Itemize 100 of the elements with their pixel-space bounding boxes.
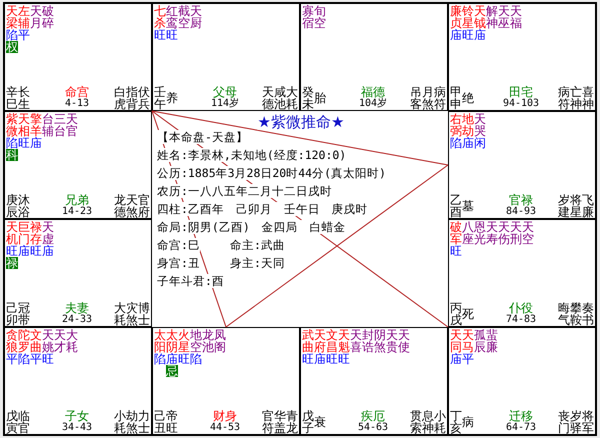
star-name: 三台 [54,113,66,137]
life-stage: 冠带 [18,302,30,326]
transform-badge: 科 [6,149,18,161]
spirit-name: 青龙 [286,410,298,434]
stem-branch: 癸未 [302,86,314,110]
brightness-label: 陷庙旺陷 [154,353,202,365]
star-name: 封诰 [362,329,374,353]
transform-badge: 权 [6,41,18,53]
brightness-label: 旺旺 [154,29,178,41]
life-stage: 病 [462,416,474,428]
stem-branch: 庚辰 [6,194,18,218]
spirit-name: 指背 [126,86,138,110]
chart-title: ★紫微推命★ [258,114,344,130]
star-name: 天空 [522,221,534,245]
age-range: 74-83 [506,314,536,326]
palace-name: 田宅 [509,86,533,98]
spirit-name: 吊客 [410,86,422,110]
star-name: 蜚廉 [486,329,498,353]
age-range: 4-13 [64,98,90,110]
star-name: 七杀 [154,5,166,29]
life-stage: 衰 [314,416,326,428]
info-text: 农历:一八八五年二月十二日戌时 [157,184,332,198]
stem-branch: 丁亥 [450,410,462,434]
spirit-name: 喜神 [582,86,594,110]
star-name: 天喜 [350,329,362,353]
info-text: 姓名:李景林,未知地(经度:120:0) [157,148,346,162]
palace-name: 疾厄 [361,410,385,422]
spirit-name: 飞廉 [582,194,594,218]
spirit-name: 官府 [138,194,150,218]
star-name: 红鸾 [166,5,178,29]
stem-branch: 甲申 [450,86,462,110]
brightness-label: 陷旺庙 [6,137,42,149]
spirit-name: 丧门 [558,410,570,434]
palace-cell [4,111,152,219]
brightness-label: 旺庙旺旺 [302,353,350,365]
info-text: 身宫:丑 [157,256,200,270]
palace-cell [448,3,596,111]
info-text: 子年斗君:酉 [157,274,224,288]
spirit-name: 贯索 [410,410,422,434]
age-range: 84-93 [506,206,536,218]
spirit-name: 天德 [262,86,274,110]
spirit-name: 咸池 [274,86,286,110]
brightness-label: 陷平 [6,29,30,41]
star-name: 紫微 [6,113,18,137]
star-name: 天魁 [338,329,350,353]
star-name: 天才 [54,329,66,353]
spirit-name: 伏兵 [138,86,150,110]
life-stage: 帝旺 [166,410,178,434]
star-name: 天福 [510,5,522,29]
star-name: 太阴 [166,329,178,353]
spirit-name: 华盖 [274,410,286,434]
life-stage: 长生 [18,86,30,110]
palace-name: 命宫 [65,86,89,98]
star-name: 天钺 [474,5,486,29]
star-name: 阴煞 [374,329,386,353]
stem-branch: 丙戌 [450,302,462,326]
star-name: 天梁 [6,5,18,29]
spirit-name: 白虎 [114,86,126,110]
star-name: 文曲 [30,329,42,353]
star-name: 廉贞 [450,5,462,29]
brightness-label: 平陷平旺 [6,353,54,365]
spirit-name: 龙德 [114,194,126,218]
star-name: 截空 [178,5,190,29]
transform-badge: 忌 [166,365,178,377]
palace-cell [448,219,596,327]
star-name: 左辅 [18,5,30,29]
spirit-name: 将星 [570,194,582,218]
transform-badge: 禄 [6,257,18,269]
star-name: 天机 [6,221,18,245]
life-stage: 沐浴 [18,194,30,218]
age-range: 54-63 [358,422,388,434]
age-range: 34-43 [62,422,92,434]
spirit-name: 大耗 [286,86,298,110]
star-name: 文昌 [326,329,338,353]
star-name: 铃星 [462,5,474,29]
star-name: 天马 [462,329,474,353]
star-name: 寡宿 [302,5,314,29]
age-range: 94-103 [502,98,540,110]
star-name: 解神 [486,5,498,29]
palace-name: 子女 [65,410,89,422]
connector-line [152,110,448,166]
stem-branch: 辛巳 [6,86,18,110]
palace-cell [448,111,596,219]
star-name: 太阳 [154,329,166,353]
life-stage: 临官 [18,410,30,434]
brightness-label: 庙平 [450,353,474,365]
star-name: 旬空 [314,5,326,29]
life-stage: 绝 [462,92,474,104]
star-name: 龙池 [202,329,214,353]
spirit-name: 劫煞 [126,410,138,434]
info-text: 公历:1885年3月28日20时44分(真太阳时) [157,166,386,180]
info-text: 身主:天同 [230,256,285,270]
star-name: 天巫 [498,5,510,29]
spirit-name: 天煞 [126,194,138,218]
star-name: 地空 [190,329,202,353]
spirit-name: 岁建 [558,194,570,218]
spirit-name: 亡神 [570,86,582,110]
palace-cell [300,327,448,435]
brightness-label: 陷庙闲 [450,137,486,149]
star-name: 天使 [398,329,410,353]
